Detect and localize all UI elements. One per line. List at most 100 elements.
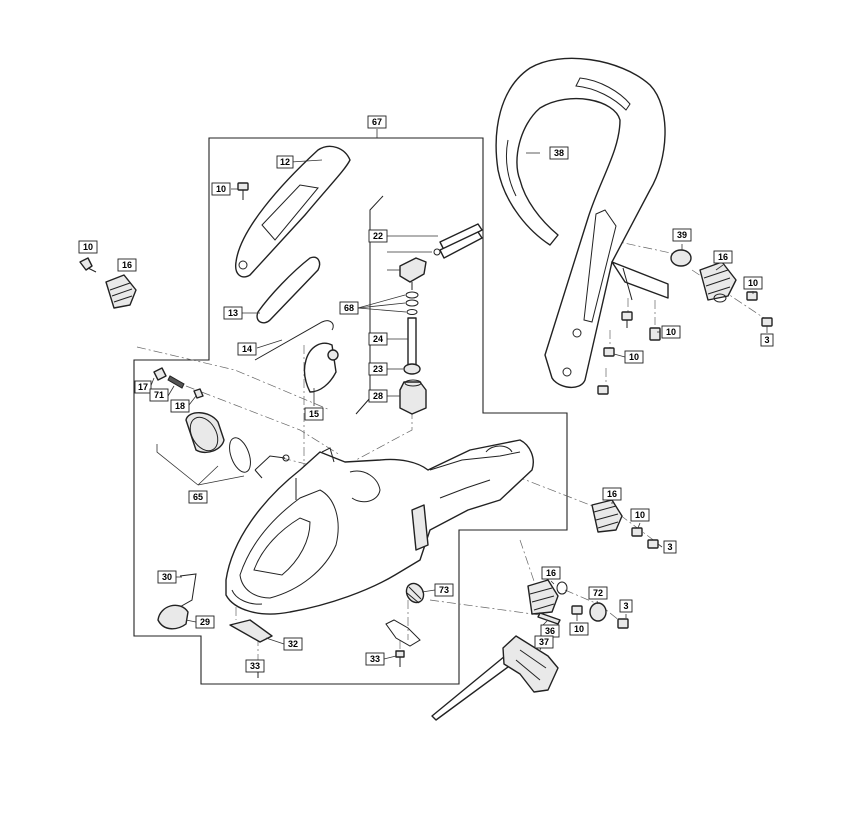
part-label-67: 67 — [367, 115, 387, 129]
part-label-68: 68 — [339, 301, 359, 315]
svg-text:67: 67 — [372, 117, 382, 127]
part-label-38: 38 — [549, 146, 569, 160]
part-label-16: 16 — [541, 566, 561, 580]
o-rings-part — [405, 291, 419, 315]
part-label-10: 10 — [78, 240, 98, 254]
filter-part — [399, 379, 427, 415]
part-label-33: 33 — [365, 652, 385, 666]
svg-text:22: 22 — [373, 231, 383, 241]
part-label-3: 3 — [663, 540, 677, 554]
bracket-32-part — [229, 619, 273, 643]
part-label-73: 73 — [434, 583, 454, 597]
svg-text:37: 37 — [539, 637, 549, 647]
ring-part — [403, 363, 421, 375]
part-label-13: 13 — [223, 306, 243, 320]
svg-text:72: 72 — [593, 588, 603, 598]
part-label-15: 15 — [304, 407, 324, 421]
svg-text:16: 16 — [607, 489, 617, 499]
part-label-28: 28 — [368, 389, 388, 403]
svg-text:24: 24 — [373, 334, 383, 344]
nut-72-part — [589, 602, 607, 622]
svg-text:15: 15 — [309, 409, 319, 419]
part-label-3: 3 — [619, 599, 633, 613]
svg-text:33: 33 — [250, 661, 260, 671]
part-label-10: 10 — [661, 325, 681, 339]
part-label-65: 65 — [188, 490, 208, 504]
tube-part — [433, 223, 483, 259]
svg-text:29: 29 — [200, 617, 210, 627]
svg-text:16: 16 — [718, 252, 728, 262]
svg-text:73: 73 — [439, 585, 449, 595]
svg-text:3: 3 — [623, 601, 628, 611]
part-label-22: 22 — [368, 229, 388, 243]
svg-text:65: 65 — [193, 492, 203, 502]
clip-part — [385, 619, 421, 647]
svg-text:13: 13 — [228, 308, 238, 318]
damper-16-right-top — [699, 261, 737, 303]
part-label-17: 17 — [134, 380, 152, 394]
svg-text:16: 16 — [122, 260, 132, 270]
part-label-36: 36 — [540, 624, 560, 638]
handle-cover-part — [235, 145, 351, 278]
bushing-39-part — [670, 249, 692, 267]
spring-73-part — [405, 582, 425, 604]
svg-text:10: 10 — [574, 624, 584, 634]
screw-3-parts — [617, 317, 773, 629]
svg-text:10: 10 — [629, 352, 639, 362]
trigger-part — [256, 256, 321, 324]
part-label-10: 10 — [569, 622, 589, 636]
screw-10-parts — [79, 182, 758, 615]
bracket-22-28 — [355, 195, 384, 415]
svg-text:30: 30 — [162, 572, 172, 582]
part-label-10: 10 — [630, 508, 650, 522]
part-label-32: 32 — [283, 637, 303, 651]
part-label-37: 37 — [534, 635, 554, 649]
part-label-10: 10 — [211, 182, 231, 196]
svg-text:32: 32 — [288, 639, 298, 649]
svg-text:39: 39 — [677, 230, 687, 240]
part-label-3: 3 — [760, 333, 774, 347]
part-label-72: 72 — [588, 586, 608, 600]
pickup-part — [399, 257, 427, 290]
crankcase-housing-part — [225, 439, 534, 615]
shaft-part — [407, 317, 417, 369]
part-label-18: 18 — [170, 399, 190, 413]
leader-65-group — [156, 444, 245, 486]
svg-text:10: 10 — [666, 327, 676, 337]
damper-16-bottom — [527, 579, 568, 615]
front-handle-part — [495, 57, 669, 388]
part-label-10: 10 — [624, 350, 644, 364]
filler-cap-part — [185, 412, 290, 479]
svg-text:3: 3 — [764, 335, 769, 345]
svg-text:18: 18 — [175, 401, 185, 411]
pin-spring-parts — [153, 367, 204, 399]
svg-text:17: 17 — [138, 382, 148, 392]
assembly-67-frame — [133, 137, 568, 685]
pin-36-part — [537, 612, 561, 625]
wire-spring-part — [254, 320, 334, 361]
svg-text:23: 23 — [373, 364, 383, 374]
part-label-33: 33 — [245, 659, 265, 673]
part-label-39: 39 — [672, 228, 692, 242]
svg-text:10: 10 — [216, 184, 226, 194]
svg-text:36: 36 — [545, 626, 555, 636]
svg-text:38: 38 — [554, 148, 564, 158]
part-label-16: 16 — [713, 250, 733, 264]
part-label-16: 16 — [117, 258, 137, 272]
svg-text:10: 10 — [748, 278, 758, 288]
svg-text:3: 3 — [667, 542, 672, 552]
svg-text:12: 12 — [280, 157, 290, 167]
svg-text:10: 10 — [635, 510, 645, 520]
svg-text:16: 16 — [546, 568, 556, 578]
part-label-14: 14 — [237, 342, 257, 356]
part-label-24: 24 — [368, 332, 388, 346]
svg-text:10: 10 — [83, 242, 93, 252]
damper-16-left — [105, 274, 137, 309]
lever-part — [303, 342, 339, 393]
svg-text:14: 14 — [242, 344, 252, 354]
part-label-71: 71 — [149, 388, 169, 402]
primer-bulb-part — [157, 573, 197, 630]
svg-text:28: 28 — [373, 391, 383, 401]
